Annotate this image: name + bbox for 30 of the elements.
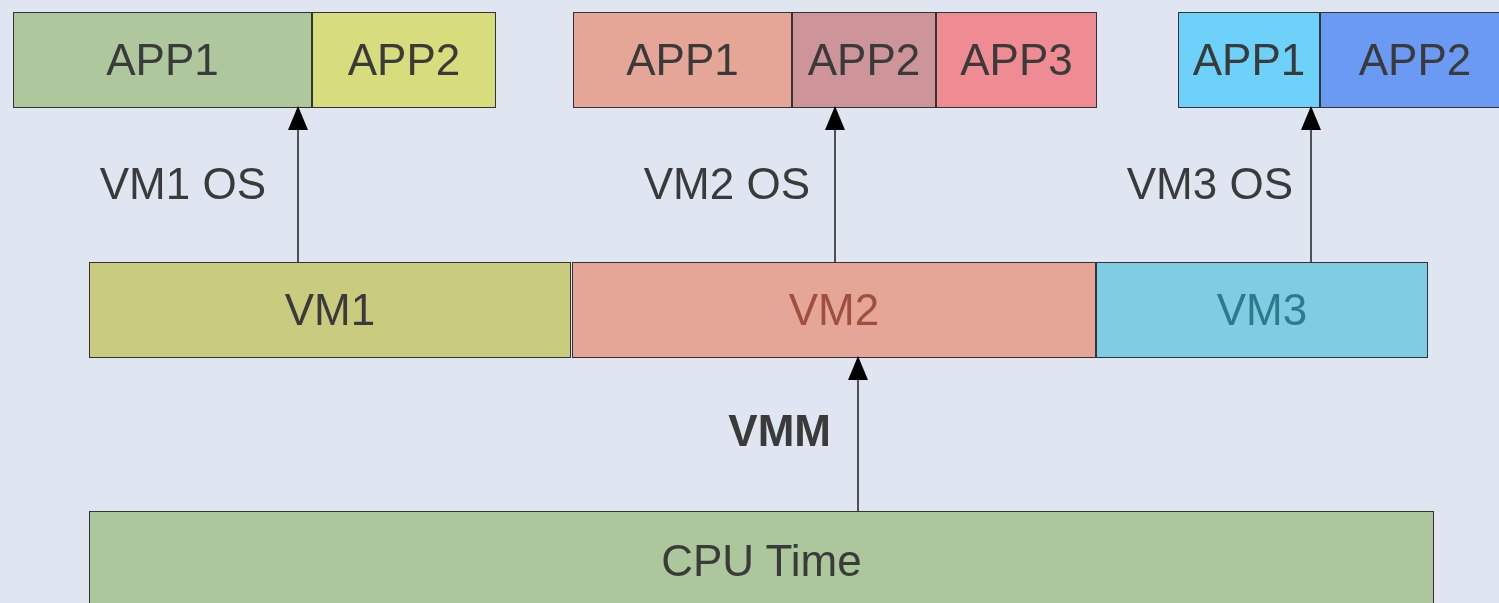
arrow [288, 106, 308, 263]
bar-segment [13, 12, 312, 108]
segment-label: CPU Time [661, 536, 862, 586]
bar-segment [89, 262, 571, 358]
segment-label: APP1 [1192, 35, 1306, 85]
bar-segment [312, 12, 496, 108]
edge-label: VMM [728, 406, 831, 456]
segment-label: VM1 [284, 285, 376, 335]
segment-label: VM3 [1216, 285, 1308, 335]
edge-label: VM3 OS [1126, 159, 1293, 209]
bar-segment [792, 12, 936, 108]
segment-label: VM2 [788, 285, 880, 335]
bar-segment [936, 12, 1097, 108]
edge-label: VM1 OS [99, 159, 266, 209]
bar-segment [89, 511, 1434, 603]
segment-label: APP2 [347, 35, 461, 85]
arrow [825, 106, 845, 263]
segment-label: APP1 [106, 35, 219, 85]
bar-segment [572, 262, 1096, 358]
edge-label: VM2 OS [643, 159, 810, 209]
arrow [848, 356, 868, 512]
arrow [1301, 106, 1321, 263]
segment-label: APP3 [960, 35, 1073, 85]
bar-segment [1320, 12, 1499, 108]
bar-segment [1178, 12, 1320, 108]
bar-segment [1096, 262, 1428, 358]
segment-label: APP2 [1358, 35, 1472, 85]
bar-segment [573, 12, 792, 108]
segment-label: APP1 [626, 35, 739, 85]
segment-label: APP2 [807, 35, 921, 85]
